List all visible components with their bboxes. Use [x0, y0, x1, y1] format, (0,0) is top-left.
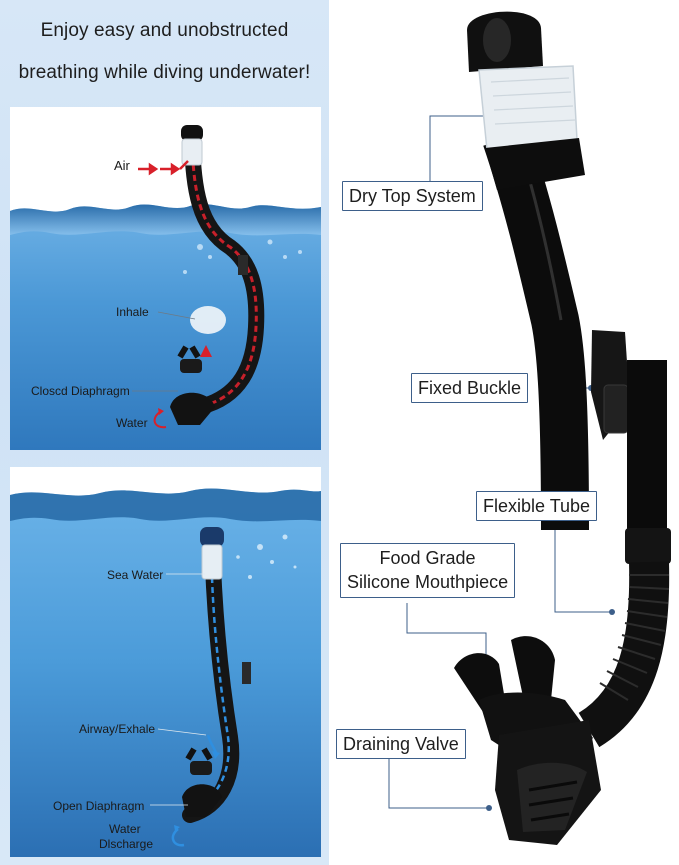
- flexible-tube-callout: Flexible Tube: [476, 491, 598, 522]
- sea-water-label: Sea Water: [107, 568, 164, 582]
- snorkel-product-illustration: [388, 11, 671, 845]
- inhale-label: Inhale: [116, 305, 149, 319]
- mouthpiece-callout-line-1: Food Grade: [379, 548, 476, 568]
- air-label: Air: [114, 158, 130, 173]
- headline-line-2: breathing while diving underwater!: [18, 62, 311, 83]
- inhale-illustration: [10, 107, 321, 450]
- panel-breathing-inhale: Air Inhale Closcd Diaphragm Water: [10, 107, 321, 450]
- mouthpiece-callout: Food Grade Silicone Mouthpiece: [340, 543, 516, 598]
- fixed-buckle-callout: Fixed Buckle: [411, 373, 529, 404]
- water-discharge-label-line-2: Dlscharge: [99, 837, 154, 851]
- closed-diaphragm-label: Closcd Diaphragm: [31, 384, 130, 398]
- open-diaphragm-label: Open Diaphragm: [53, 799, 145, 813]
- water-discharge-label-line-1: Water: [109, 822, 141, 836]
- water-label: Water: [116, 416, 148, 430]
- mouthpiece-callout-line-2: Silicone Mouthpiece: [347, 572, 509, 593]
- airway-exhale-label: Airway/Exhale: [79, 722, 156, 736]
- dry-top-system-callout: Dry Top System: [342, 181, 483, 212]
- exhale-illustration: [10, 467, 321, 857]
- panel-breathing-exhale: Sea Water Airway/Exhale Open Diaphragm W…: [10, 467, 321, 857]
- headline-line-1: Enjoy easy and unobstructed: [40, 20, 289, 41]
- draining-valve-callout: Draining Valve: [336, 729, 466, 760]
